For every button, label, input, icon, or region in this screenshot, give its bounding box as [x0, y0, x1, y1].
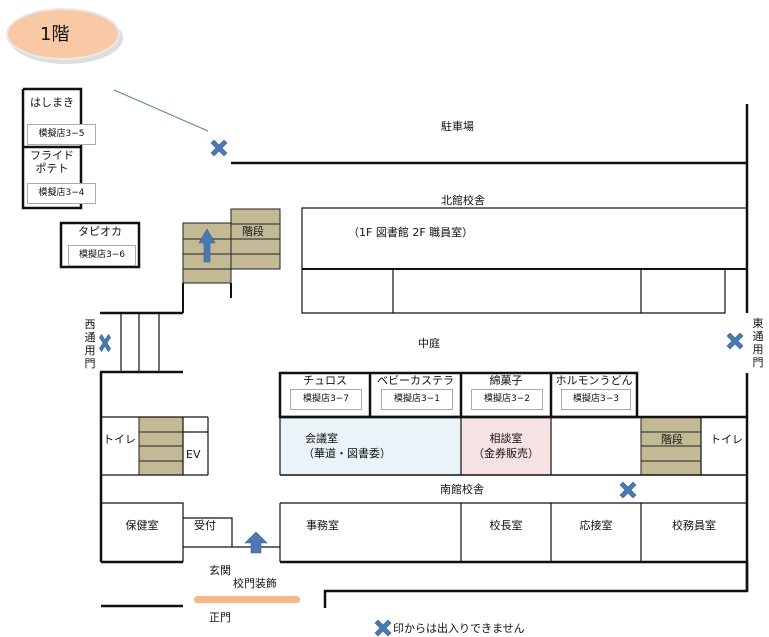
- stall-id: 模擬店3−3: [561, 389, 631, 410]
- stall-name: はしまき: [30, 96, 74, 109]
- reception-label: 受付: [194, 519, 216, 532]
- meeting-room-label: 会議室: [305, 432, 338, 445]
- stall-id: 模擬店3−2: [471, 389, 543, 410]
- no-entry-cross-icon: [99, 333, 111, 353]
- reception-room-label: 応接室: [579, 519, 613, 532]
- toilet-ev-lines: [101, 416, 209, 476]
- stall-id: 模擬店3−7: [290, 389, 362, 410]
- stall-id: 模擬店3−1: [381, 389, 453, 410]
- legend-text: 印からは出入りできません: [393, 622, 525, 635]
- no-entry-cross-icon: [210, 139, 228, 157]
- parking-label: 駐車場: [441, 120, 474, 133]
- stairs-w: [138, 416, 184, 476]
- up-arrow-icon: [244, 531, 268, 554]
- reception-box: [183, 517, 280, 548]
- stairs-nw: [182, 208, 281, 284]
- stairs-label: 階段: [661, 433, 683, 446]
- north-rooms: [301, 269, 726, 314]
- north-building-note: （1F 図書館 2F 職員室）: [348, 226, 474, 239]
- west-gate-label: 西通用門: [84, 318, 96, 370]
- office-label: 事務室: [306, 519, 339, 532]
- no-entry-cross-icon: [619, 481, 637, 499]
- stall-name: 綿菓子: [489, 374, 523, 387]
- toilet-label: トイレ: [710, 433, 743, 446]
- east-gate-label: 東通用門: [752, 317, 764, 369]
- no-entry-cross-icon: [374, 619, 392, 637]
- stall-name: タピオカ: [78, 225, 122, 238]
- courtyard-label: 中庭: [418, 337, 440, 350]
- principal-room-label: 校長室: [489, 519, 523, 532]
- pointer-line: [113, 89, 209, 132]
- entrance-label: 玄関: [209, 564, 231, 577]
- room-dividers: [279, 417, 702, 475]
- stall-name: フライド ポテト: [30, 149, 74, 175]
- stall-name: ベビーカステラ: [377, 374, 454, 387]
- west-gate-lines: [120, 313, 160, 372]
- stall-name: ホルモンうどん: [555, 374, 633, 387]
- up-arrow-icon: [198, 228, 216, 263]
- no-entry-cross-icon: [726, 332, 744, 350]
- gate-decoration-bar: [194, 596, 300, 603]
- meeting-room-note: （華道・図書委）: [303, 447, 391, 460]
- stall-id: 模擬店3−5: [27, 124, 96, 145]
- floor-label: 1階: [40, 24, 70, 45]
- gate-decoration-label: 校門装飾: [233, 577, 277, 590]
- tapioca-booth: [59, 221, 141, 269]
- floor-oval: [6, 8, 120, 60]
- consult-room-note: （金券販売）: [473, 447, 539, 460]
- south-building-label: 南館校舎: [440, 483, 484, 496]
- stairs-label: 階段: [242, 225, 264, 238]
- wall: [323, 562, 749, 608]
- stall-name: チュロス: [303, 374, 347, 387]
- consult-room-label: 相談室: [489, 432, 523, 445]
- health-room-label: 保健室: [125, 519, 159, 532]
- main-gate-label: 正門: [209, 611, 231, 624]
- south-rooms: [101, 502, 747, 562]
- meeting-room-fill: [280, 417, 461, 475]
- stall-id: 模擬店3−4: [27, 183, 96, 204]
- stall-id: 模擬店3−6: [68, 245, 136, 266]
- stall-dividers: [368, 373, 553, 417]
- ev-label: EV: [186, 448, 201, 461]
- north-building-label: 北館校舎: [441, 194, 485, 207]
- custodian-room-label: 校務員室: [672, 519, 716, 532]
- consult-room-fill: [461, 417, 551, 475]
- toilet-label: トイレ: [103, 433, 136, 446]
